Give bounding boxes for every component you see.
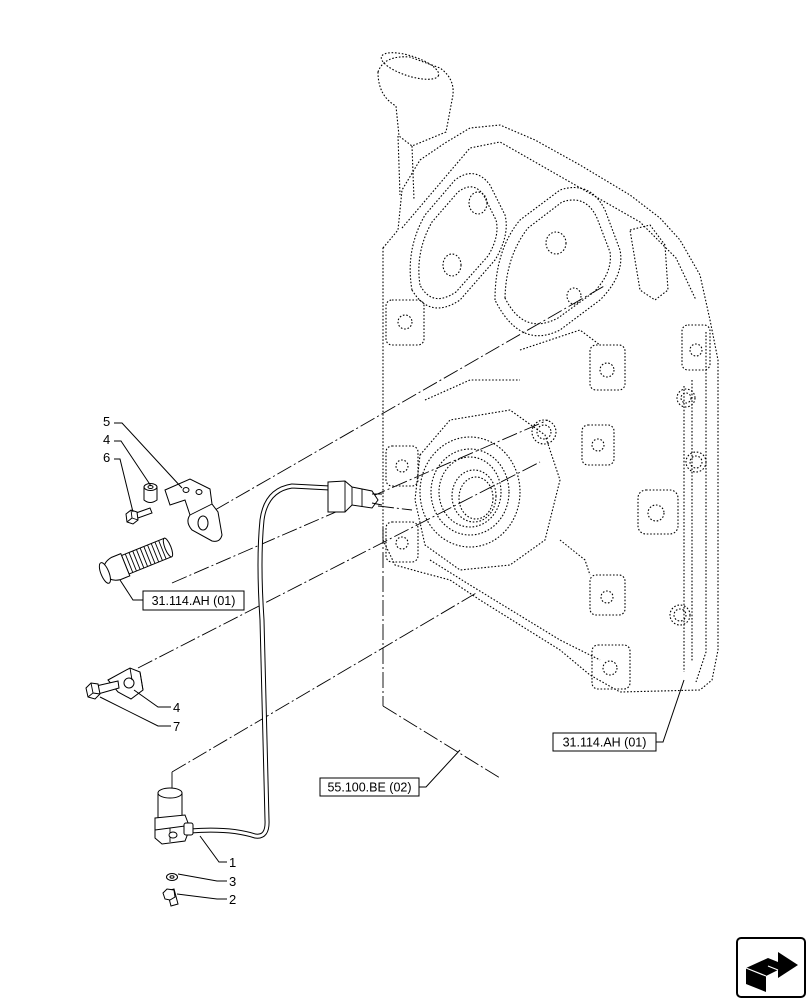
alignment-lines	[137, 284, 607, 790]
transmission-housing	[377, 52, 719, 693]
bolt-part-7	[85, 680, 120, 700]
callout-6[interactable]: 6	[103, 450, 110, 465]
callout-1[interactable]: 1	[229, 855, 236, 870]
reference-link-harness-label: 55.100.BE (02)	[327, 781, 411, 795]
sensor-cable	[189, 483, 331, 839]
speed-sensor-part-1	[154, 787, 194, 845]
callout-4-upper[interactable]: 4	[103, 432, 110, 447]
bracket-part-5	[164, 478, 223, 542]
callout-3[interactable]: 3	[229, 874, 236, 889]
reference-link-housing-label: 31.114.AH (01)	[563, 736, 647, 750]
threaded-plug	[98, 537, 174, 584]
next-page-arrow-icon[interactable]	[736, 937, 806, 998]
reference-link-plug-label: 31.114.AH (01)	[152, 594, 236, 608]
screw-part-2	[162, 888, 179, 907]
clip-part-4-lower	[107, 667, 144, 700]
callout-2[interactable]: 2	[229, 892, 236, 907]
washer-part-3	[166, 873, 178, 881]
reference-link-plug[interactable]: 31.114.AH (01)	[142, 590, 245, 611]
cable-connector	[327, 480, 383, 513]
callout-5[interactable]: 5	[103, 414, 110, 429]
callout-7[interactable]: 7	[173, 719, 180, 734]
spacer-part-4-upper	[143, 483, 158, 503]
reference-link-housing[interactable]: 31.114.AH (01)	[552, 732, 657, 752]
leader-lines	[99, 422, 685, 900]
reference-link-harness[interactable]: 55.100.BE (02)	[319, 777, 420, 797]
bolt-part-6	[125, 507, 153, 525]
callout-4-lower[interactable]: 4	[173, 700, 180, 715]
